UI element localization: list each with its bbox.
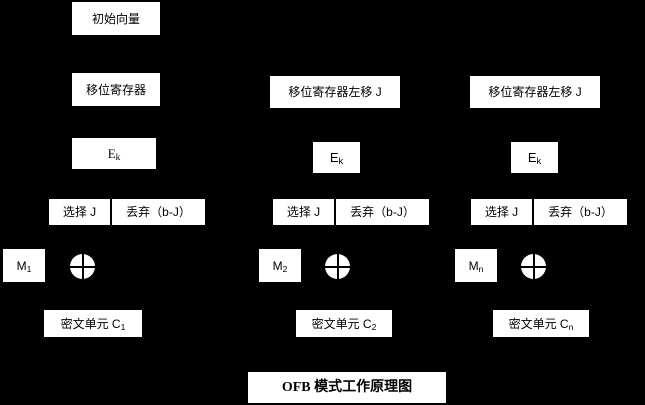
shift-register-box-1: 移位寄存器: [72, 73, 160, 106]
encrypt-box-1: Ek: [72, 138, 156, 169]
plaintext-box-1: M1: [3, 249, 45, 282]
ciphertext-box-2: 密文单元 C2: [296, 310, 392, 337]
diagram-title-label: OFB 模式工作原理图: [281, 379, 413, 395]
diagram-title-box: OFB 模式工作原理图: [248, 372, 446, 403]
plaintext-label-1: M1: [16, 258, 32, 274]
shift-register-label-1: 移位寄存器: [85, 82, 146, 97]
initial-vector-label: 初始向量: [91, 11, 140, 26]
plaintext-label-2: M2: [272, 258, 288, 274]
encrypt-label-2: Ek: [329, 150, 344, 167]
initial-vector-box: 初始向量: [72, 2, 160, 35]
shift-register-box-3: 移位寄存器左移 J: [470, 76, 600, 108]
encrypt-box-2: Ek: [313, 142, 360, 173]
ciphertext-label-2: 密文单元 C2: [311, 316, 377, 332]
discard-label-1: 丢弃（b-J）: [126, 205, 191, 219]
shift-register-box-2: 移位寄存器左移 J: [270, 76, 400, 108]
discard-label-2: 丢弃（b-J）: [350, 205, 415, 219]
ciphertext-label-1: 密文单元 C1: [60, 316, 126, 332]
encrypt-label-1: Ek: [107, 146, 121, 164]
select-box-1: 选择 J: [49, 199, 110, 225]
select-label-3: 选择 J: [484, 205, 519, 219]
plaintext-label-3: Mn: [468, 258, 484, 274]
ciphertext-box-3: 密文单元 Cn: [493, 310, 589, 337]
shift-register-label-2: 移位寄存器左移 J: [288, 85, 382, 99]
select-label-2: 选择 J: [286, 205, 321, 219]
encrypt-box-3: Ek: [511, 142, 558, 173]
encrypt-label-3: Ek: [527, 150, 542, 167]
discard-box-1: 丢弃（b-J）: [112, 199, 205, 225]
ciphertext-box-1: 密文单元 C1: [44, 310, 142, 337]
xor-icon-1: [70, 254, 95, 279]
plaintext-box-2: M2: [259, 249, 301, 282]
plaintext-box-3: Mn: [455, 249, 497, 282]
discard-box-3: 丢弃（b-J）: [534, 199, 627, 225]
xor-icon-2: [325, 254, 350, 279]
ciphertext-label-3: 密文单元 Cn: [508, 316, 574, 332]
select-label-1: 选择 J: [62, 205, 97, 219]
discard-box-2: 丢弃（b-J）: [336, 199, 429, 225]
select-box-2: 选择 J: [273, 199, 334, 225]
shift-register-label-3: 移位寄存器左移 J: [488, 85, 582, 99]
xor-icon-3: [521, 254, 546, 279]
select-box-3: 选择 J: [471, 199, 532, 225]
discard-label-3: 丢弃（b-J）: [548, 205, 613, 219]
